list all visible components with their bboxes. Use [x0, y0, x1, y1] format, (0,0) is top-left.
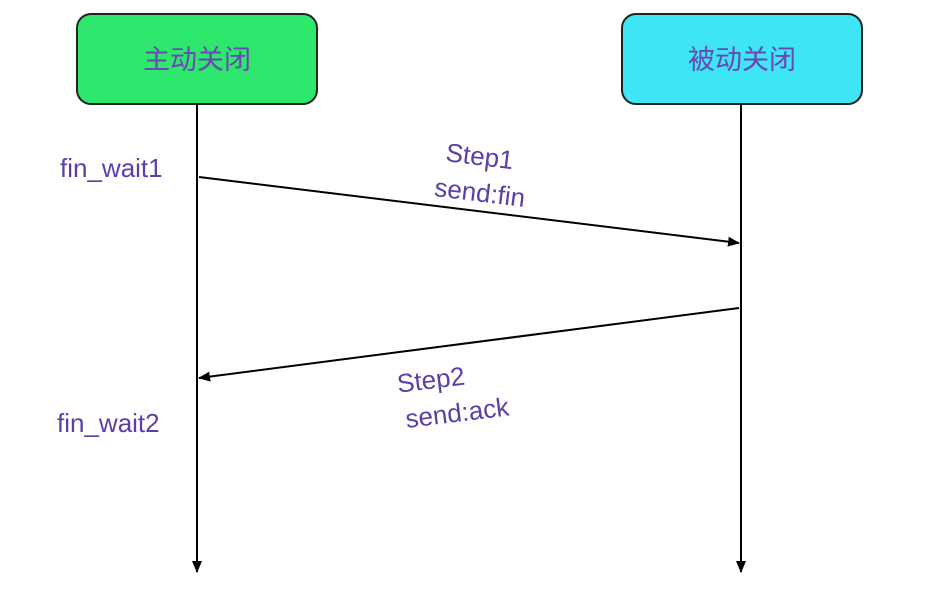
message-step2-title: Step2: [395, 361, 466, 399]
state-label-fin-wait2: fin_wait2: [57, 408, 160, 438]
message-step2-detail: send:ack: [404, 391, 512, 434]
state-label-fin-wait1: fin_wait1: [60, 153, 163, 183]
message-step1-title: Step1: [444, 137, 515, 175]
participant-passive: 被动关闭: [621, 13, 863, 105]
message-label-step2: Step2 send:ack: [395, 361, 512, 434]
participant-active-label: 主动关闭: [143, 45, 251, 76]
message-arrow-step1: [198, 176, 740, 247]
participant-passive-label: 被动关闭: [688, 45, 796, 76]
participant-active: 主动关闭: [76, 13, 318, 105]
message-label-step1: Step1 send:fin: [433, 137, 527, 213]
message-arrow-step2: [198, 307, 740, 382]
